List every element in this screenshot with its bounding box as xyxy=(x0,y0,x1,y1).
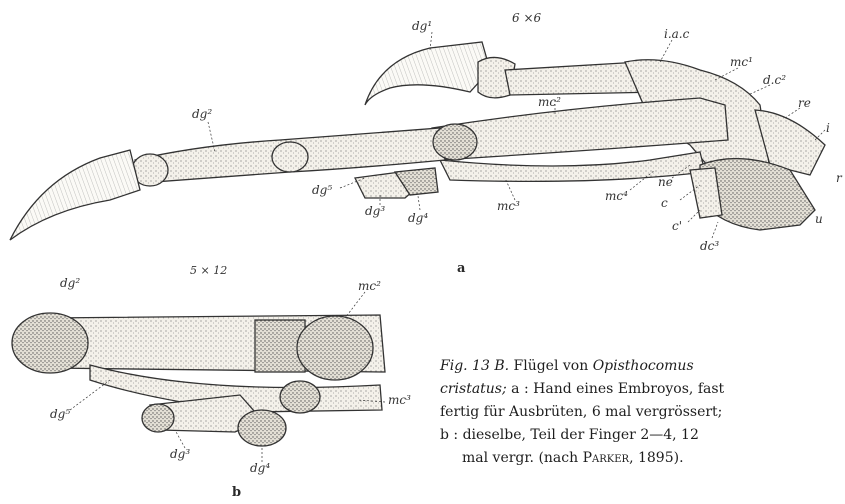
panel-label-b: b xyxy=(232,486,241,499)
fig-b-scale: 5 × 12 xyxy=(190,265,227,276)
label-c: c xyxy=(661,197,668,209)
label-r: r xyxy=(836,172,842,184)
label-dc3: dc³ xyxy=(700,240,719,252)
caption-line-5b: , 1895). xyxy=(629,450,683,466)
caption-text-1: Flügel von xyxy=(509,358,593,374)
label-b-mc3: mc³ xyxy=(388,394,411,406)
label-mc2: mc² xyxy=(538,96,561,108)
label-ne: ne xyxy=(658,176,673,188)
label-mc4: mc⁴ xyxy=(605,190,628,202)
label-iac: i.a.c xyxy=(664,28,689,40)
fig-a-scale: 6 ×6 xyxy=(512,12,541,24)
label-i: i xyxy=(826,122,830,134)
caption-text-2: a : Hand eines Embroyos, fast xyxy=(507,381,724,397)
figure-b-drawing xyxy=(12,292,385,462)
caption-author: Parker xyxy=(583,450,629,466)
label-u: u xyxy=(815,213,823,225)
caption-genus: Opisthocomus xyxy=(593,358,694,374)
label-b-dg4: dg⁴ xyxy=(250,462,270,474)
caption-species: cristatus; xyxy=(440,381,507,397)
caption-fig-label: Fig. 13 B. xyxy=(440,358,509,374)
caption-line-5a: mal vergr. (nach xyxy=(462,450,583,466)
label-dg2: dg² xyxy=(192,108,212,120)
figure-caption: Fig. 13 B. Flügel von Opisthocomus crist… xyxy=(440,355,840,470)
label-dg3: dg³ xyxy=(365,205,385,217)
label-mc1: mc¹ xyxy=(730,56,753,68)
label-b-mc2: mc² xyxy=(358,280,381,292)
label-dg1: dg¹ xyxy=(412,20,432,32)
label-dc2: d.c² xyxy=(763,74,786,86)
figure-a-drawing xyxy=(10,32,825,240)
label-b-dg3: dg³ xyxy=(170,448,190,460)
label-dg4: dg⁴ xyxy=(408,212,428,224)
label-b-dg2: dg² xyxy=(60,277,80,289)
label-dg5: dg⁵ xyxy=(312,184,332,196)
caption-line-3: fertig für Ausbrüten, 6 mal vergrössert; xyxy=(440,401,840,424)
caption-line-4: b : dieselbe, Teil der Finger 2—4, 12 xyxy=(440,424,840,447)
label-re: re xyxy=(798,97,811,109)
label-b-dg5: dg⁵ xyxy=(50,408,70,420)
label-c-prime: c' xyxy=(672,220,682,232)
panel-label-a: a xyxy=(457,262,465,275)
label-mc3: mc³ xyxy=(497,200,520,212)
